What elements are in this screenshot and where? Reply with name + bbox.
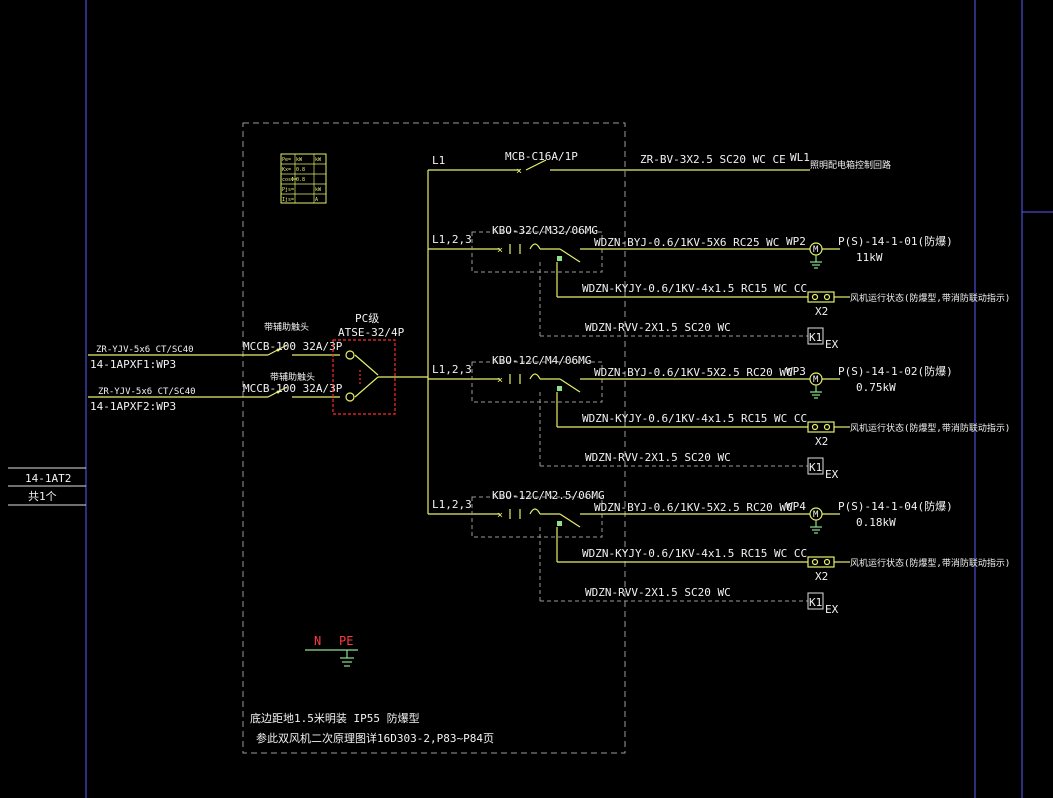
group-1-ctrl-load: 风机运行状态(防爆型,带消防联动指示) <box>850 292 1010 304</box>
sheet-frame <box>8 0 1053 798</box>
neutral-label: N <box>314 634 321 648</box>
incoming-source-1: 14-1APXF1:WP3 <box>90 358 176 371</box>
group-1-sig-cable: WDZN-RVV-2X1.5 SC20 WC <box>585 321 731 334</box>
group-3-ctrl-load: 风机运行状态(防爆型,带消防联动指示) <box>850 557 1010 569</box>
motor-group-2: × <box>428 361 850 475</box>
group-1-phase: L1,2,3 <box>432 233 472 246</box>
group-2-sig-cable: WDZN-RVV-2X1.5 SC20 WC <box>585 451 731 464</box>
motor-group-2-labels: L1,2,3 KBO-12C/M4/06MG WDZN-BYJ-0.6/1KV-… <box>432 354 1010 481</box>
group-1-load: P(S)-14-1-01(防爆) <box>838 234 953 248</box>
aux-contact-note-1: 带辅助触头 <box>264 321 309 333</box>
group-1-kbo: KBO-32C/M32/06MG <box>492 224 598 237</box>
wl1-load: 照明配电箱控制回路 <box>810 159 891 171</box>
group-3-id: WP4 <box>786 500 806 513</box>
motor-group-3-labels: L1,2,3 KBO-12C/M2.5/06MG WDZN-BYJ-0.6/1K… <box>432 489 1010 616</box>
group-2-phase: L1,2,3 <box>432 363 472 376</box>
group-3-phase: L1,2,3 <box>432 498 472 511</box>
legend-cell: Ijs= <box>282 197 294 203</box>
group-3-kbo: KBO-12C/M2.5/06MG <box>492 489 605 502</box>
group-3-ctrl-cable: WDZN-KYJY-0.6/1KV-4x1.5 RC15 WC CC <box>582 547 807 560</box>
wl1-cable: ZR-BV-3X2.5 SC20 WC CE <box>640 153 786 166</box>
earth-symbol <box>305 649 358 667</box>
legend-table <box>280 153 327 204</box>
distribution-box-outline <box>242 122 626 754</box>
group-2-id: WP3 <box>786 365 806 378</box>
incoming-cable-1: ZR-YJV-5x6 CT/SC40 <box>96 345 194 355</box>
legend-cell: cosΦ= <box>282 177 297 183</box>
group-3-kw: 0.18kW <box>856 516 896 529</box>
legend-cell: kW <box>315 157 322 163</box>
svg-text:×: × <box>497 245 503 256</box>
legend-cell: Kx= <box>282 167 291 173</box>
aux-contact-note-2: 带辅助触头 <box>270 371 315 383</box>
wl1-breaker: MCB-C16A/1P <box>505 150 578 163</box>
group-1-k-label: K1 <box>809 331 822 344</box>
mccb-2-label: MCCB-100 32A/3P <box>243 382 343 395</box>
group-2-k-label: K1 <box>809 461 822 474</box>
group-2-ctrl-label: X2 <box>815 435 828 448</box>
panel-id-label: 14-1AT2 <box>25 472 71 485</box>
group-3-sig-cable: WDZN-RVV-2X1.5 SC20 WC <box>585 586 731 599</box>
group-1-ctrl-label: X2 <box>815 305 828 318</box>
motor-group-3: × <box>428 496 850 610</box>
motor-icon: M <box>813 375 819 385</box>
group-3-ex-label: EX <box>825 603 839 616</box>
atse-title: PC级 <box>355 312 379 325</box>
group-2-power-cable: WDZN-BYJ-0.6/1KV-5X2.5 RC20 WC <box>594 366 793 379</box>
svg-text:×: × <box>497 510 503 521</box>
panel-qty-label: 共1个 <box>28 490 57 503</box>
atse-model: ATSE-32/4P <box>338 326 405 339</box>
group-2-ctrl-load: 风机运行状态(防爆型,带消防联动指示) <box>850 422 1010 434</box>
group-1-ctrl-cable: WDZN-KYJY-0.6/1KV-4x1.5 RC15 WC CC <box>582 282 807 295</box>
incoming-source-2: 14-1APXF2:WP3 <box>90 400 176 413</box>
pe-label: PE <box>339 634 353 648</box>
group-1-power-cable: WDZN-BYJ-0.6/1KV-5X6 RC25 WC <box>594 236 779 249</box>
group-3-load: P(S)-14-1-04(防爆) <box>838 499 953 513</box>
atse-switch <box>332 339 428 415</box>
legend-cell: 0.8 <box>296 167 305 173</box>
group-2-ctrl-cable: WDZN-KYJY-0.6/1KV-4x1.5 RC15 WC CC <box>582 412 807 425</box>
group-2-kbo: KBO-12C/M4/06MG <box>492 354 591 367</box>
svg-text:×: × <box>516 166 522 177</box>
circuit-wl1: × <box>428 159 810 177</box>
legend-cell: Pe= <box>282 157 291 163</box>
legend-cell: 0.8 <box>296 177 305 183</box>
legend-cell: kW <box>315 187 322 193</box>
group-1-id: WP2 <box>786 235 806 248</box>
motor-group-1-labels: L1,2,3 KBO-32C/M32/06MG WDZN-BYJ-0.6/1KV… <box>432 224 1010 351</box>
legend-cell: kW <box>296 157 303 163</box>
incoming-cable-2: ZR-YJV-5x6 CT/SC40 <box>98 387 196 397</box>
footer-note-1: 底边距地1.5米明装 IP55 防爆型 <box>250 711 420 725</box>
incoming-feeder-1 <box>88 344 355 360</box>
legend-cell: A <box>315 197 318 203</box>
wl1-phase: L1 <box>432 154 445 167</box>
group-2-ex-label: EX <box>825 468 839 481</box>
motor-group-1: × <box>428 231 850 345</box>
svg-text:×: × <box>497 375 503 386</box>
group-2-kw: 0.75kW <box>856 381 896 394</box>
group-3-power-cable: WDZN-BYJ-0.6/1KV-5X2.5 RC20 WC <box>594 501 793 514</box>
group-2-load: P(S)-14-1-02(防爆) <box>838 364 953 378</box>
group-3-ctrl-label: X2 <box>815 570 828 583</box>
footer-note-2: 参此双风机二次原理图详16D303-2,P83~P84页 <box>256 731 494 745</box>
mccb-1-label: MCCB-100 32A/3P <box>243 340 343 353</box>
group-1-ex-label: EX <box>825 338 839 351</box>
motor-icon: M <box>813 510 819 520</box>
incoming-feeder-2 <box>88 386 355 402</box>
wl1-id: WL1 <box>790 151 810 164</box>
motor-icon: M <box>813 245 819 255</box>
legend-cell: Pjs= <box>282 187 294 193</box>
group-1-kw: 11kW <box>856 251 883 264</box>
group-3-k-label: K1 <box>809 596 822 609</box>
